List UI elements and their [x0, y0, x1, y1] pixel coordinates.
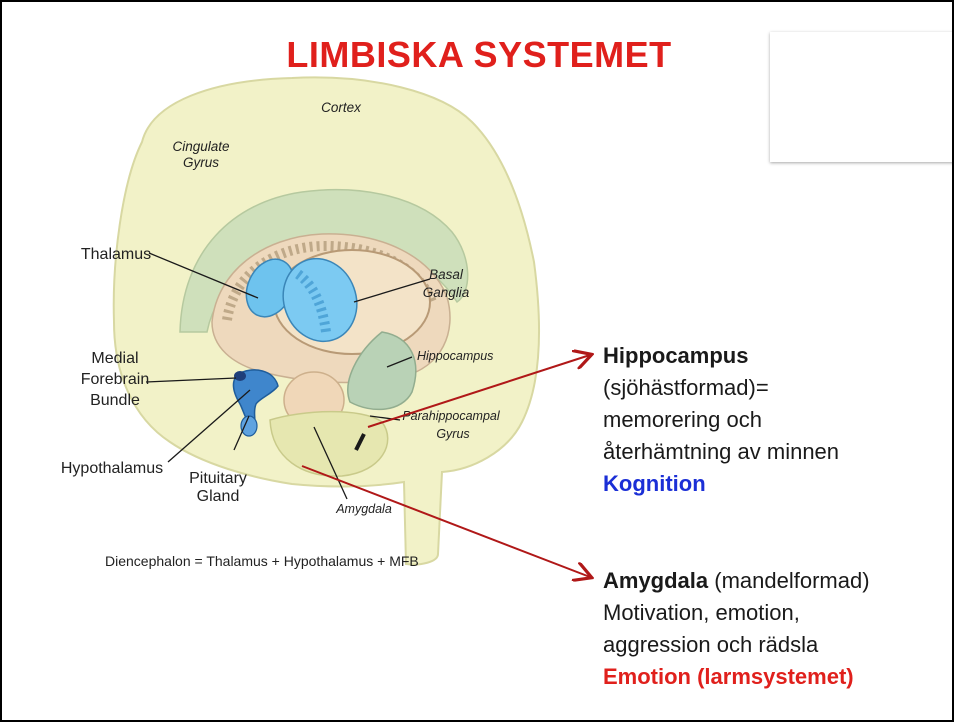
diencephalon-caption: Diencephalon = Thalamus + Hypothalamus +… [105, 553, 419, 569]
pituitary-shape [241, 416, 257, 436]
label-pituitary-1: Pituitary [189, 470, 247, 487]
label-basal-1: Basal [429, 267, 464, 282]
label-cingulate-1: Cingulate [172, 139, 229, 154]
emotion-tag: Emotion (larmsystemet) [603, 661, 870, 693]
label-thalamus: Thalamus [81, 246, 151, 263]
label-basal-2: Ganglia [423, 285, 470, 300]
label-hypothalamus: Hypothalamus [61, 460, 163, 477]
label-cingulate-2: Gyrus [183, 155, 219, 170]
hippocampus-description: Hippocampus (sjöhästformad)= memorering … [603, 340, 839, 500]
amygdala-heading-rest: (mandelformad) [708, 568, 869, 593]
label-medial-2: Forebrain [81, 371, 149, 388]
hippocampus-line-1: (sjöhästformad)= [603, 372, 839, 404]
amygdala-line-2: aggression och rädsla [603, 629, 870, 661]
hippocampus-heading: Hippocampus [603, 343, 748, 368]
hippocampus-line-2: memorering och [603, 404, 839, 436]
amygdala-line-1: Motivation, emotion, [603, 597, 870, 629]
label-parahippocampal-2: Gyrus [436, 427, 469, 441]
label-amygdala: Amygdala [335, 502, 392, 516]
amygdala-description: Amygdala (mandelformad) Motivation, emot… [603, 565, 870, 693]
label-cortex: Cortex [321, 100, 362, 115]
kognition-tag: Kognition [603, 468, 839, 500]
label-medial-1: Medial [91, 350, 138, 367]
amygdala-heading: Amygdala [603, 568, 708, 593]
label-hippocampus: Hippocampus [417, 349, 493, 363]
hippocampus-line-3: återhämtning av minnen [603, 436, 839, 468]
label-medial-3: Bundle [90, 392, 140, 409]
label-pituitary-2: Gland [197, 488, 240, 505]
